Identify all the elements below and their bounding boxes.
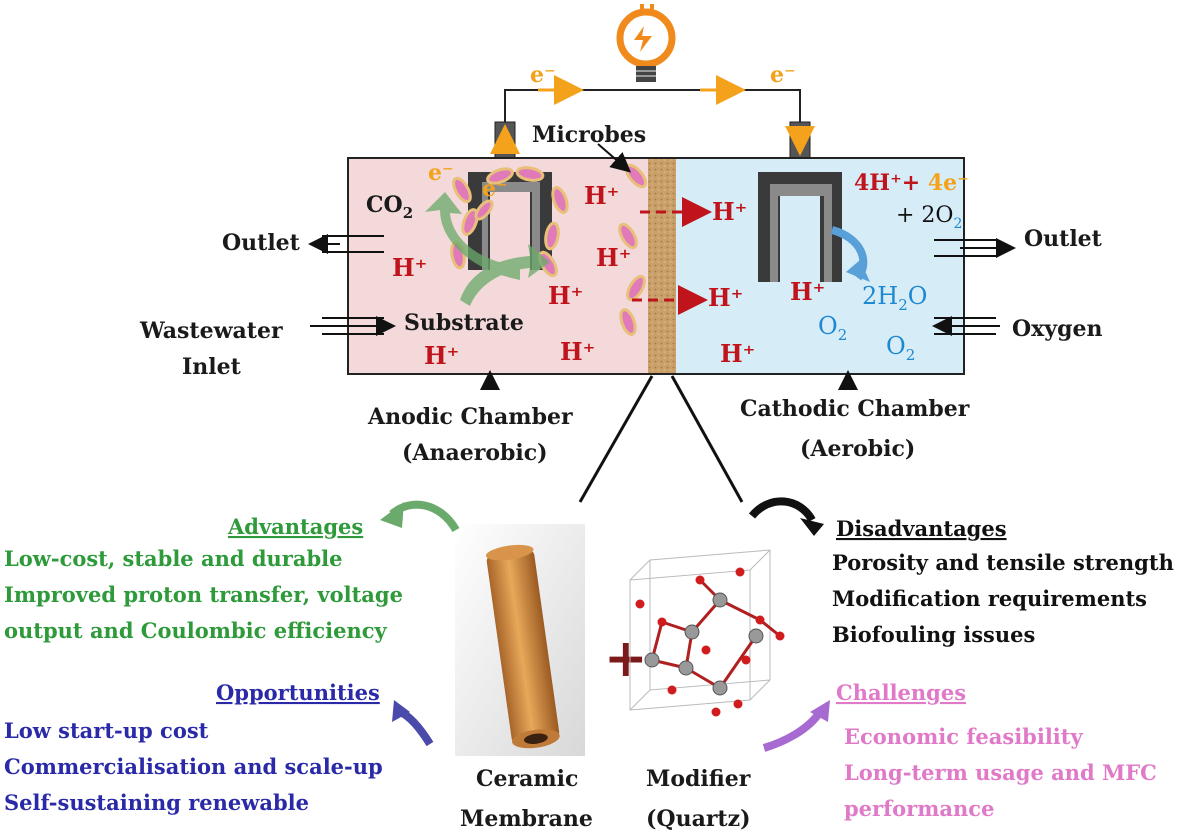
advantages-item: Low-cost, stable and durable [4,546,342,571]
opportunities-item: Commercialisation and scale-up [4,754,383,779]
proton-label: H⁺ [424,341,459,370]
cathode-reaction-line2: + 2O2 [896,203,962,232]
inlet-label: Inlet [182,354,242,380]
disadvantages-item: Biofouling issues [832,622,1035,647]
disadvantages-item: Modification requirements [832,586,1147,611]
proton-label: H⁺ [790,277,825,306]
oxygen-inlet-label: Oxygen [1012,316,1102,342]
oxygen-label: O2 [818,312,847,344]
anodic-chamber-label: Anodic Chamber [367,404,573,430]
proton-label: H⁺ [584,181,619,210]
microbes-label: Microbes [532,122,646,148]
oxygen-label: O2 [886,332,915,364]
challenges-heading: Challenges [836,680,966,705]
plus-sign: + [604,628,648,689]
external-circuit [490,75,815,159]
electron-label-anode-2: e⁻ [482,176,508,202]
ceramic-membrane-image [455,524,585,756]
cathode-reaction-line1: 4H⁺+ 4e⁻ [854,170,969,196]
proton-label: H⁺ [560,337,595,366]
proton-label: H⁺ [712,197,747,226]
opportunities-arrow [398,708,434,747]
microbes-pointer [597,143,632,173]
quartz-label: (Quartz) [646,806,750,832]
challenges-item: performance [844,796,994,821]
electron-label-right: e⁻ [770,62,796,88]
opportunities-heading: Opportunities [216,680,380,705]
cathodic-condition-label: (Aerobic) [800,436,915,462]
modifier-label: Modifier [646,766,751,792]
wastewater-label: Wastewater [139,318,283,344]
co2-label: CO2 [366,192,413,222]
proton-label: H⁺ [596,243,631,272]
challenges-arrow [762,709,824,752]
proton-label: H⁺ [720,339,755,368]
outlet-left-label: Outlet [222,230,301,256]
microbes-cluster [450,163,648,336]
proton-label: H⁺ [708,283,743,312]
membrane-label: Membrane [460,806,593,832]
disadvantages-arrow [748,497,816,523]
advantages-heading: Advantages [227,514,363,539]
electron-label-anode: e⁻ [428,160,454,186]
opportunities-item: Low start-up cost [4,718,209,743]
metabolism-arrows [425,192,550,306]
challenges-item: Economic feasibility [844,724,1083,749]
electron-label-left: e⁻ [530,62,556,88]
advantages-item: Improved proton transfer, voltage [4,582,403,607]
water-label: 2H2O [862,282,927,314]
cathodic-chamber-label: Cathodic Chamber [740,396,970,422]
cathode-electrode [758,172,842,282]
disadvantages-item: Porosity and tensile strength [832,550,1174,575]
mfc-cell [347,157,965,375]
challenges-item: Long-term usage and MFC [844,760,1157,785]
advantages-item: output and Coulombic efficiency [4,618,388,643]
disadvantages-heading: Disadvantages [836,516,1007,541]
proton-label: H⁺ [548,281,583,310]
ceramic-label: Ceramic [476,766,578,792]
outlet-right-label: Outlet [1024,226,1103,252]
quartz-structure-icon [629,549,785,717]
anodic-condition-label: (Anaerobic) [402,440,548,466]
opportunities-item: Self-sustaining renewable [4,790,309,815]
substrate-label: Substrate [404,310,524,336]
zoom-lines [578,375,744,503]
proton-label: H⁺ [392,253,427,282]
light-bulb-icon [616,4,676,82]
ceramic-membrane-separator [648,158,676,374]
